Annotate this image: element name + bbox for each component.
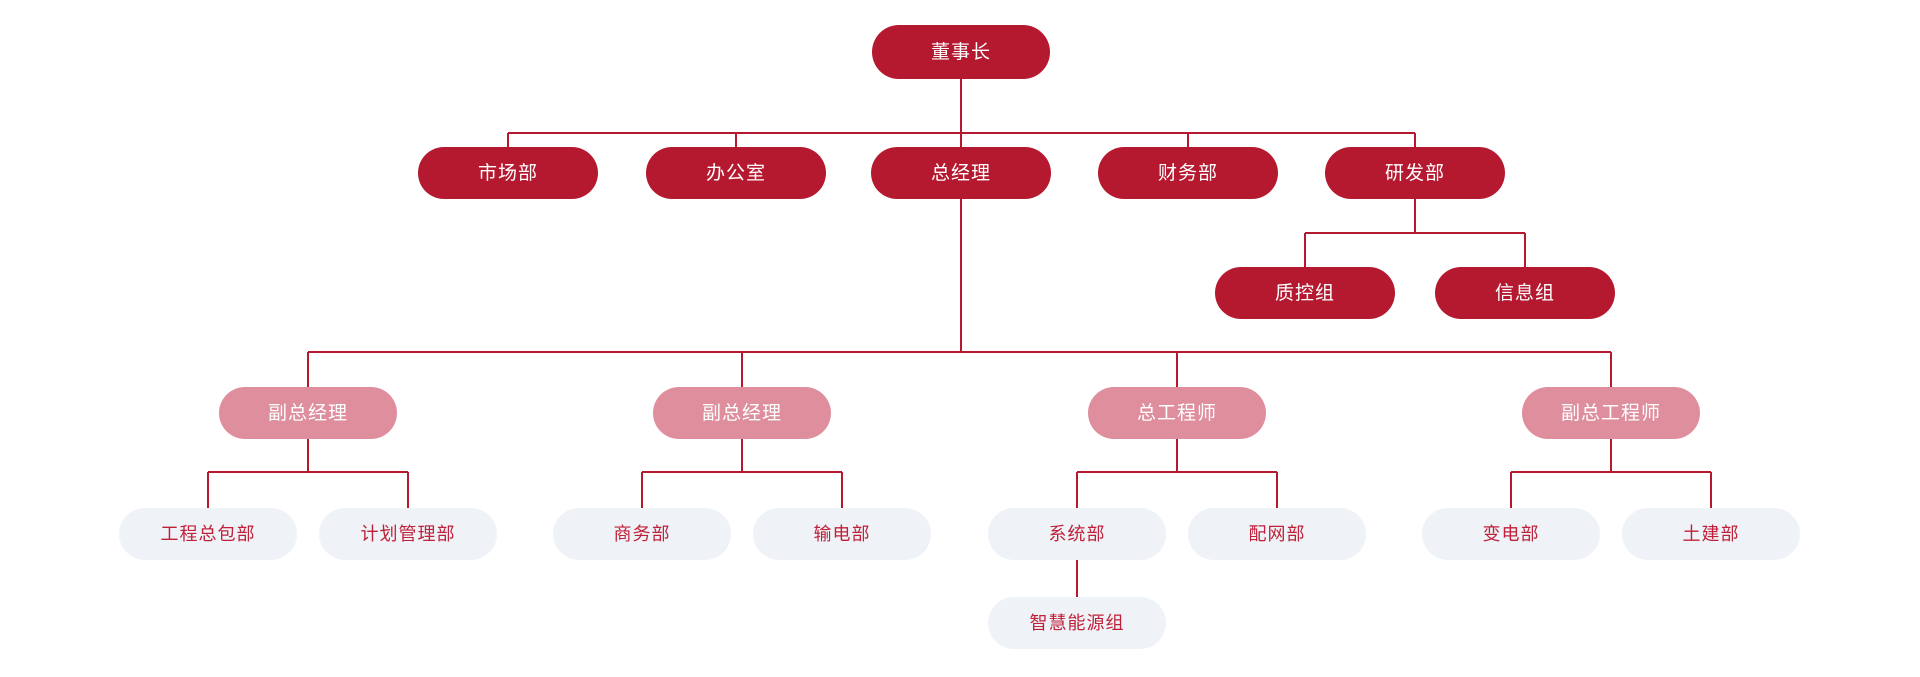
org-node-n10[interactable]: 总工程师 xyxy=(1088,387,1266,439)
org-node-label: 变电部 xyxy=(1482,524,1540,544)
org-node-n20[interactable]: 智慧能源组 xyxy=(988,597,1166,649)
org-node-label: 智慧能源组 xyxy=(1029,613,1125,633)
org-node-label: 办公室 xyxy=(705,162,766,184)
org-node-label: 配网部 xyxy=(1248,524,1306,544)
org-node-n18[interactable]: 变电部 xyxy=(1422,508,1600,560)
org-node-n12[interactable]: 工程总包部 xyxy=(119,508,297,560)
org-node-label: 市场部 xyxy=(477,162,538,184)
org-node-label: 总经理 xyxy=(930,162,991,184)
org-node-n4[interactable]: 财务部 xyxy=(1098,147,1278,199)
org-node-label: 质控组 xyxy=(1274,282,1335,304)
org-node-n9[interactable]: 副总经理 xyxy=(653,387,831,439)
org-node-label: 工程总包部 xyxy=(160,524,256,544)
org-node-n15[interactable]: 输电部 xyxy=(753,508,931,560)
org-node-n8[interactable]: 副总经理 xyxy=(219,387,397,439)
org-node-n19[interactable]: 土建部 xyxy=(1622,508,1800,560)
org-node-label: 总工程师 xyxy=(1136,402,1217,424)
org-node-label: 土建部 xyxy=(1682,524,1740,544)
org-node-n0[interactable]: 董事长 xyxy=(872,25,1050,79)
org-node-n2[interactable]: 办公室 xyxy=(646,147,826,199)
org-node-n11[interactable]: 副总工程师 xyxy=(1522,387,1700,439)
org-node-n7[interactable]: 信息组 xyxy=(1435,267,1615,319)
org-node-n14[interactable]: 商务部 xyxy=(553,508,731,560)
org-node-n6[interactable]: 质控组 xyxy=(1215,267,1395,319)
org-node-label: 信息组 xyxy=(1494,282,1555,304)
org-node-n3[interactable]: 总经理 xyxy=(871,147,1051,199)
org-node-n5[interactable]: 研发部 xyxy=(1325,147,1505,199)
org-node-label: 输电部 xyxy=(813,524,871,544)
org-node-label: 董事长 xyxy=(930,41,991,63)
org-node-label: 计划管理部 xyxy=(360,524,456,544)
org-node-label: 财务部 xyxy=(1157,162,1218,184)
org-node-n17[interactable]: 配网部 xyxy=(1188,508,1366,560)
org-node-n16[interactable]: 系统部 xyxy=(988,508,1166,560)
org-node-label: 副总经理 xyxy=(701,402,782,424)
org-node-n1[interactable]: 市场部 xyxy=(418,147,598,199)
org-node-label: 副总工程师 xyxy=(1560,402,1661,424)
org-node-n13[interactable]: 计划管理部 xyxy=(319,508,497,560)
org-node-label: 系统部 xyxy=(1048,524,1106,544)
org-node-label: 副总经理 xyxy=(267,402,348,424)
org-node-label: 研发部 xyxy=(1384,162,1445,184)
org-node-label: 商务部 xyxy=(613,524,671,544)
